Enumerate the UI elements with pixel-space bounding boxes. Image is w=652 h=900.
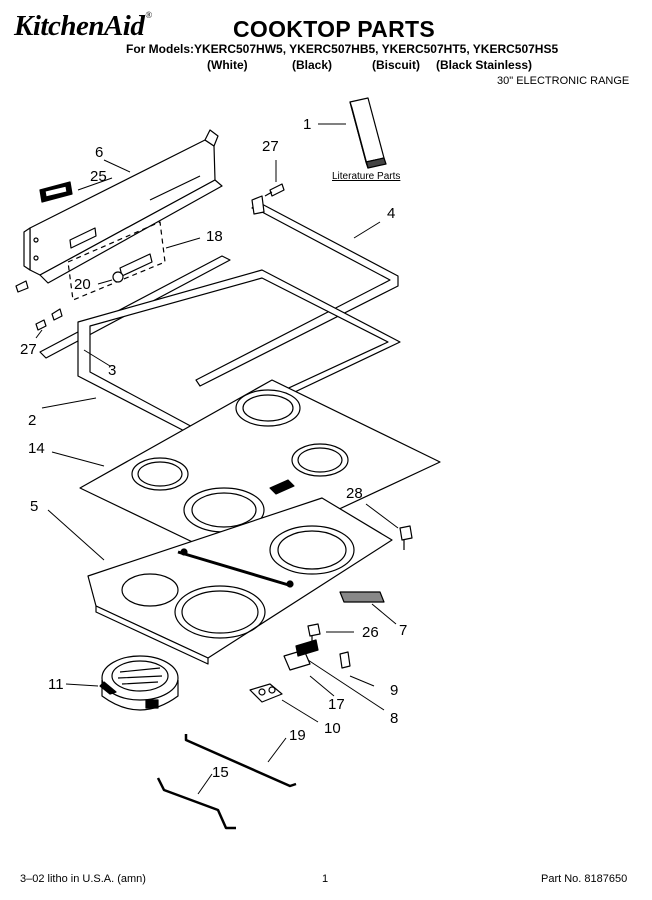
callout-8: 8 — [390, 710, 399, 727]
callout-17: 17 — [328, 696, 345, 713]
terminal-bracket — [295, 639, 319, 657]
callout-4: 4 — [387, 205, 396, 222]
callout-7: 7 — [399, 622, 408, 639]
color-black: (Black) — [292, 58, 333, 72]
color-white: (White) — [207, 58, 248, 72]
callout-6: 6 — [95, 144, 104, 161]
callout-5: 5 — [30, 498, 39, 515]
callout-20: 20 — [74, 276, 91, 293]
brand-text: KitchenAid — [14, 10, 145, 42]
terminal-block — [249, 683, 283, 703]
color-black-stainless: (Black Stainless) — [436, 58, 533, 72]
screw-icon — [307, 623, 321, 648]
literature-booklet — [349, 97, 387, 169]
callout-27b: 27 — [20, 341, 37, 358]
callout-3: 3 — [108, 362, 117, 379]
callout-15: 15 — [212, 764, 229, 781]
leader-lines — [35, 123, 399, 795]
control-board-outline — [67, 221, 166, 301]
screw-icon — [264, 183, 285, 197]
callout-14: 14 — [28, 440, 45, 457]
callout-9: 9 — [390, 682, 399, 699]
page-title: COOKTOP PARTS — [233, 16, 435, 42]
support-rod-lower — [156, 777, 236, 830]
callout-26: 26 — [362, 624, 379, 641]
callout-28: 28 — [346, 485, 363, 502]
callout-1: 1 — [303, 116, 312, 133]
callout-25: 25 — [90, 168, 107, 185]
screw-icon — [15, 280, 29, 293]
radiant-burner-element — [99, 655, 179, 711]
literature-parts-label: Literature Parts — [332, 171, 401, 182]
cooktop-frame-trim — [77, 269, 401, 439]
range-type: 30" ELECTRONIC RANGE — [497, 75, 630, 87]
page-number: 1 — [322, 873, 329, 885]
glass-cooktop — [79, 379, 441, 561]
print-info: 3–02 litho in U.S.A. (amn) — [20, 873, 146, 885]
brand-logo: KitchenAid® — [14, 10, 152, 42]
screw-icon — [35, 308, 63, 331]
callout-27: 27 — [262, 138, 279, 155]
control-board — [119, 253, 153, 277]
support-rod-upper — [184, 734, 297, 788]
part-number: Part No. 8187650 — [541, 873, 628, 885]
screw-icon — [399, 525, 413, 550]
rear-bracket — [339, 591, 385, 603]
screw-icon — [339, 651, 351, 669]
burner-box — [87, 497, 393, 665]
callout-18: 18 — [206, 228, 223, 245]
model-list: For Models:YKERC507HW5, YKERC507HB5, YKE… — [126, 42, 559, 56]
color-biscuit: (Biscuit) — [372, 58, 420, 72]
control-knob — [112, 271, 124, 283]
callout-2: 2 — [28, 412, 37, 429]
callout-19: 19 — [289, 727, 306, 744]
callout-10: 10 — [324, 720, 341, 737]
control-panel-bracket — [23, 129, 223, 284]
callout-11: 11 — [48, 676, 64, 693]
